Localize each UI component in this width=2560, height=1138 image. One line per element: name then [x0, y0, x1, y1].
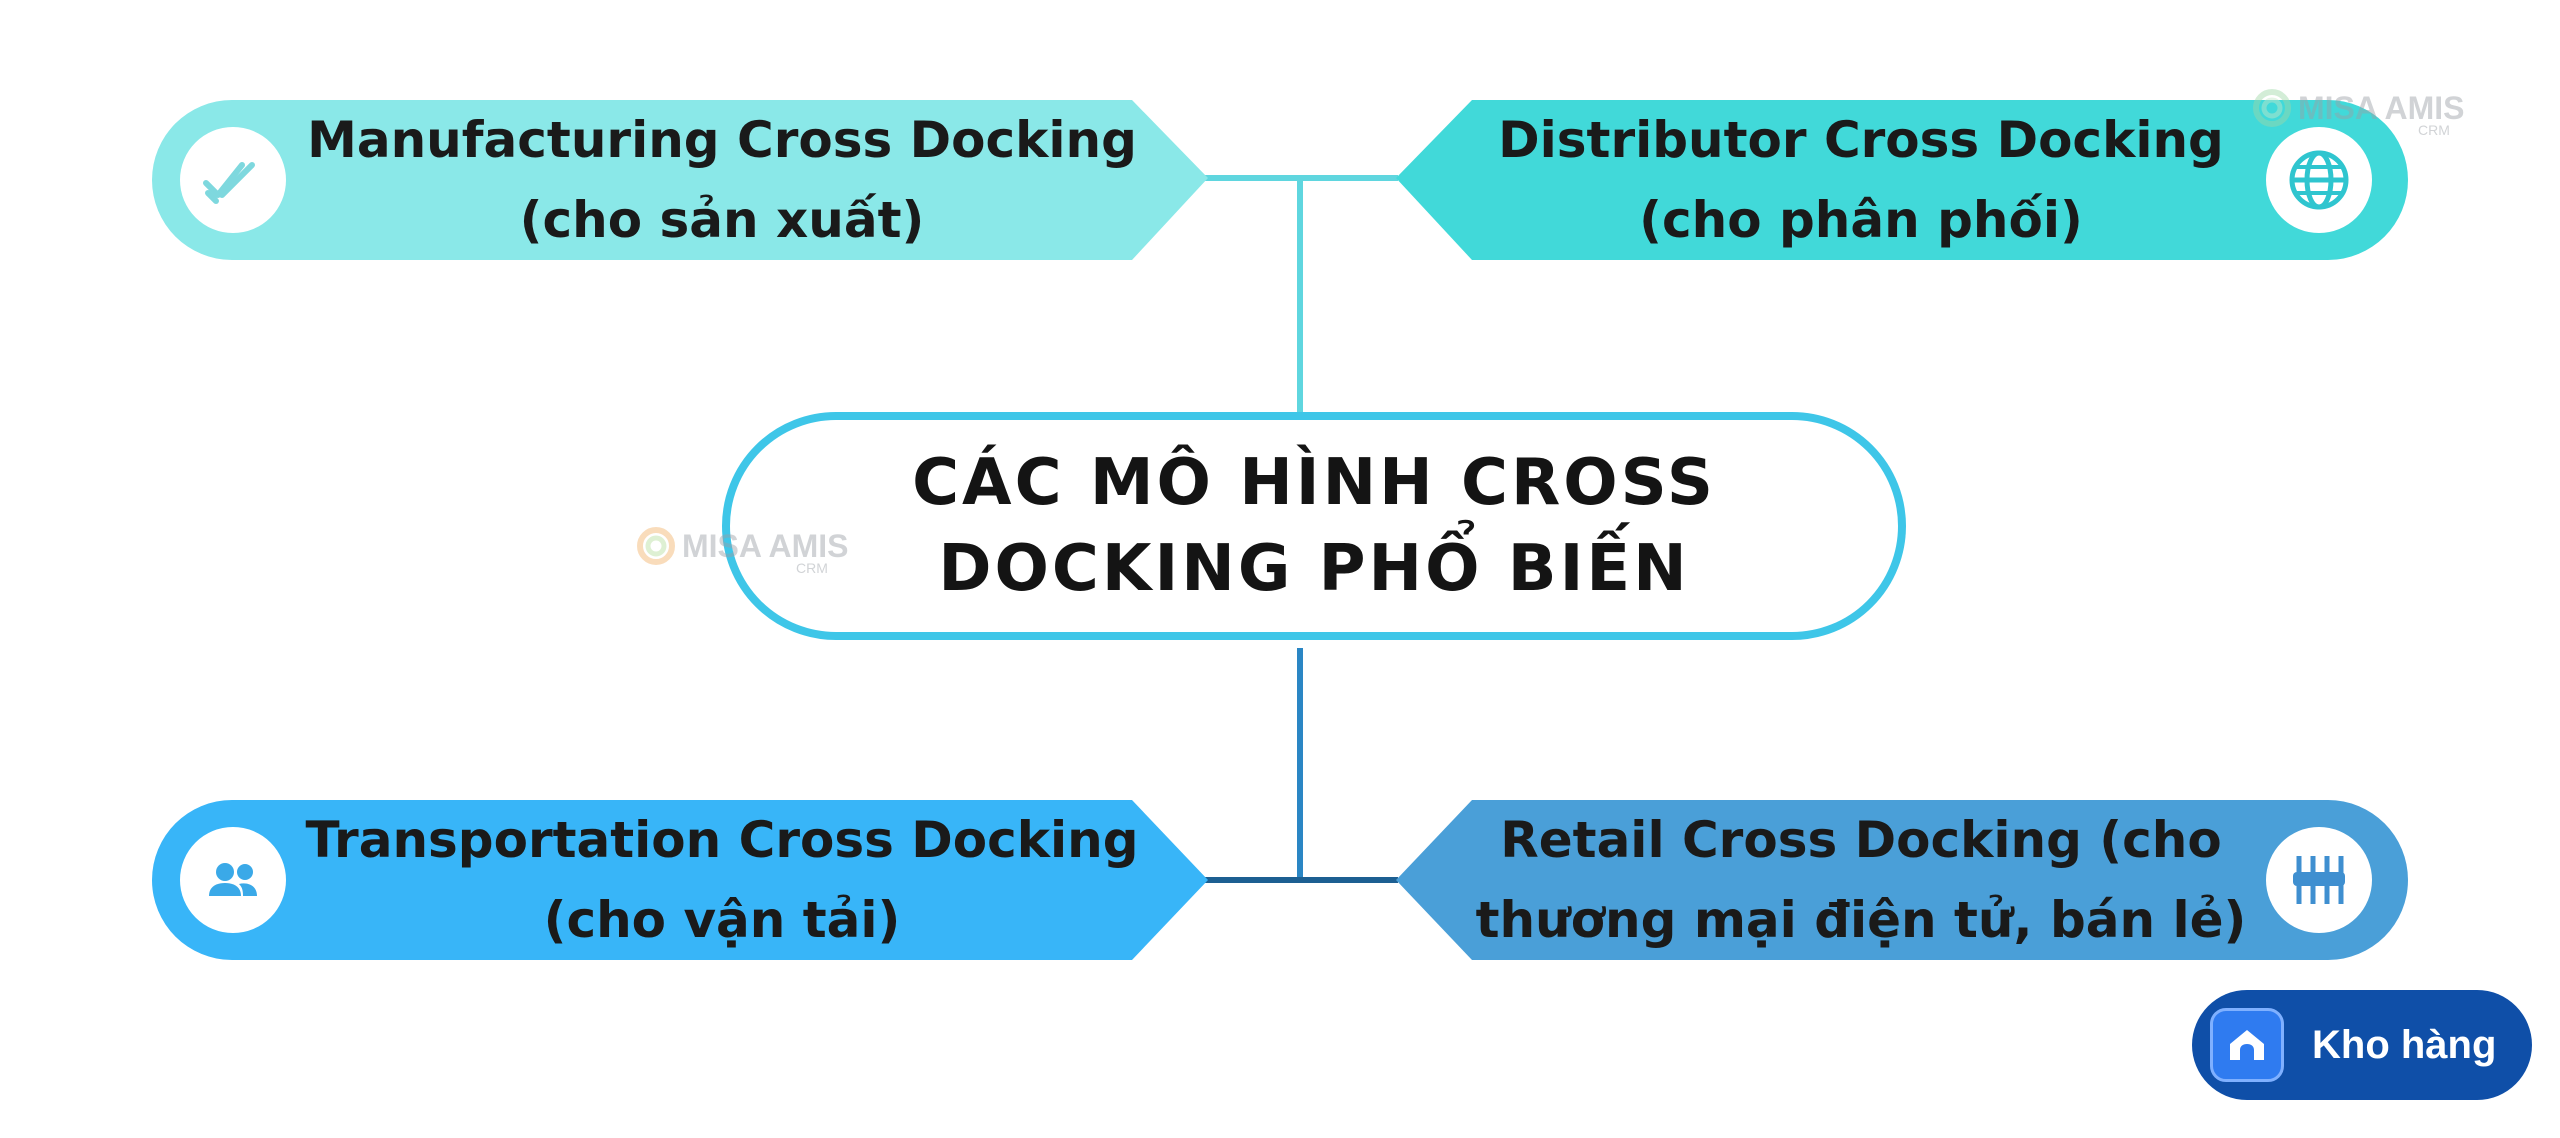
center-title-line2: DOCKING PHỔ BIẾN [938, 532, 1690, 606]
node-transportation-text: Transportation Cross Docking (cho vận tả… [292, 800, 1152, 960]
node-transportation-shape [152, 800, 1208, 960]
node-distributor-subtitle: (cho phân phối) [1639, 191, 2083, 249]
node-manufacturing: Manufacturing Cross Docking (cho sản xuấ… [152, 100, 1208, 260]
node-distributor-title: Distributor Cross Docking [1498, 111, 2224, 169]
node-transportation-title: Transportation Cross Docking [305, 811, 1139, 869]
watermark-sub: CRM [796, 560, 828, 576]
watermark-logo-icon [637, 527, 675, 565]
node-retail-shape [1396, 800, 2408, 960]
node-manufacturing-subtitle: (cho sản xuất) [519, 191, 925, 249]
node-distributor: Distributor Cross Docking (cho phân phối… [1396, 100, 2408, 260]
people-icon [180, 827, 286, 933]
globe-icon [2266, 127, 2372, 233]
node-manufacturing-shape [152, 100, 1208, 260]
watermark-logo-icon [2253, 89, 2291, 127]
home-icon [2210, 1008, 2284, 1082]
node-retail: Retail Cross Docking (cho thương mại điệ… [1396, 800, 2408, 960]
node-retail-subtitle: thương mại điện tử, bán lẻ) [1475, 891, 2247, 949]
sliders-icon [2266, 827, 2372, 933]
kho-hang-button[interactable]: Kho hàng [2192, 990, 2532, 1100]
node-distributor-text: Distributor Cross Docking (cho phân phối… [1466, 100, 2256, 260]
watermark-sub: CRM [2418, 122, 2450, 138]
node-retail-text: Retail Cross Docking (cho thương mại điệ… [1466, 800, 2256, 960]
double-check-icon [180, 127, 286, 233]
watermark-brand: MISA AMIS [682, 527, 849, 564]
watermark-brand: MISA AMIS [2298, 89, 2465, 126]
watermark-center: MISA AMIS CRM [636, 526, 849, 576]
kho-hang-label: Kho hàng [2312, 1022, 2497, 1067]
node-transportation: Transportation Cross Docking (cho vận tả… [152, 800, 1208, 960]
node-manufacturing-title: Manufacturing Cross Docking [307, 111, 1137, 169]
center-title-box: CÁC MÔ HÌNH CROSS DOCKING PHỔ BIẾN [722, 412, 1906, 640]
node-manufacturing-text: Manufacturing Cross Docking (cho sản xuấ… [292, 100, 1152, 260]
node-retail-title: Retail Cross Docking (cho [1500, 811, 2222, 869]
node-transportation-subtitle: (cho vận tải) [543, 891, 901, 949]
node-distributor-shape [1396, 100, 2408, 260]
watermark-top-right: MISA AMIS CRM [2252, 88, 2465, 138]
center-title-line1: CÁC MÔ HÌNH CROSS [912, 446, 1716, 520]
